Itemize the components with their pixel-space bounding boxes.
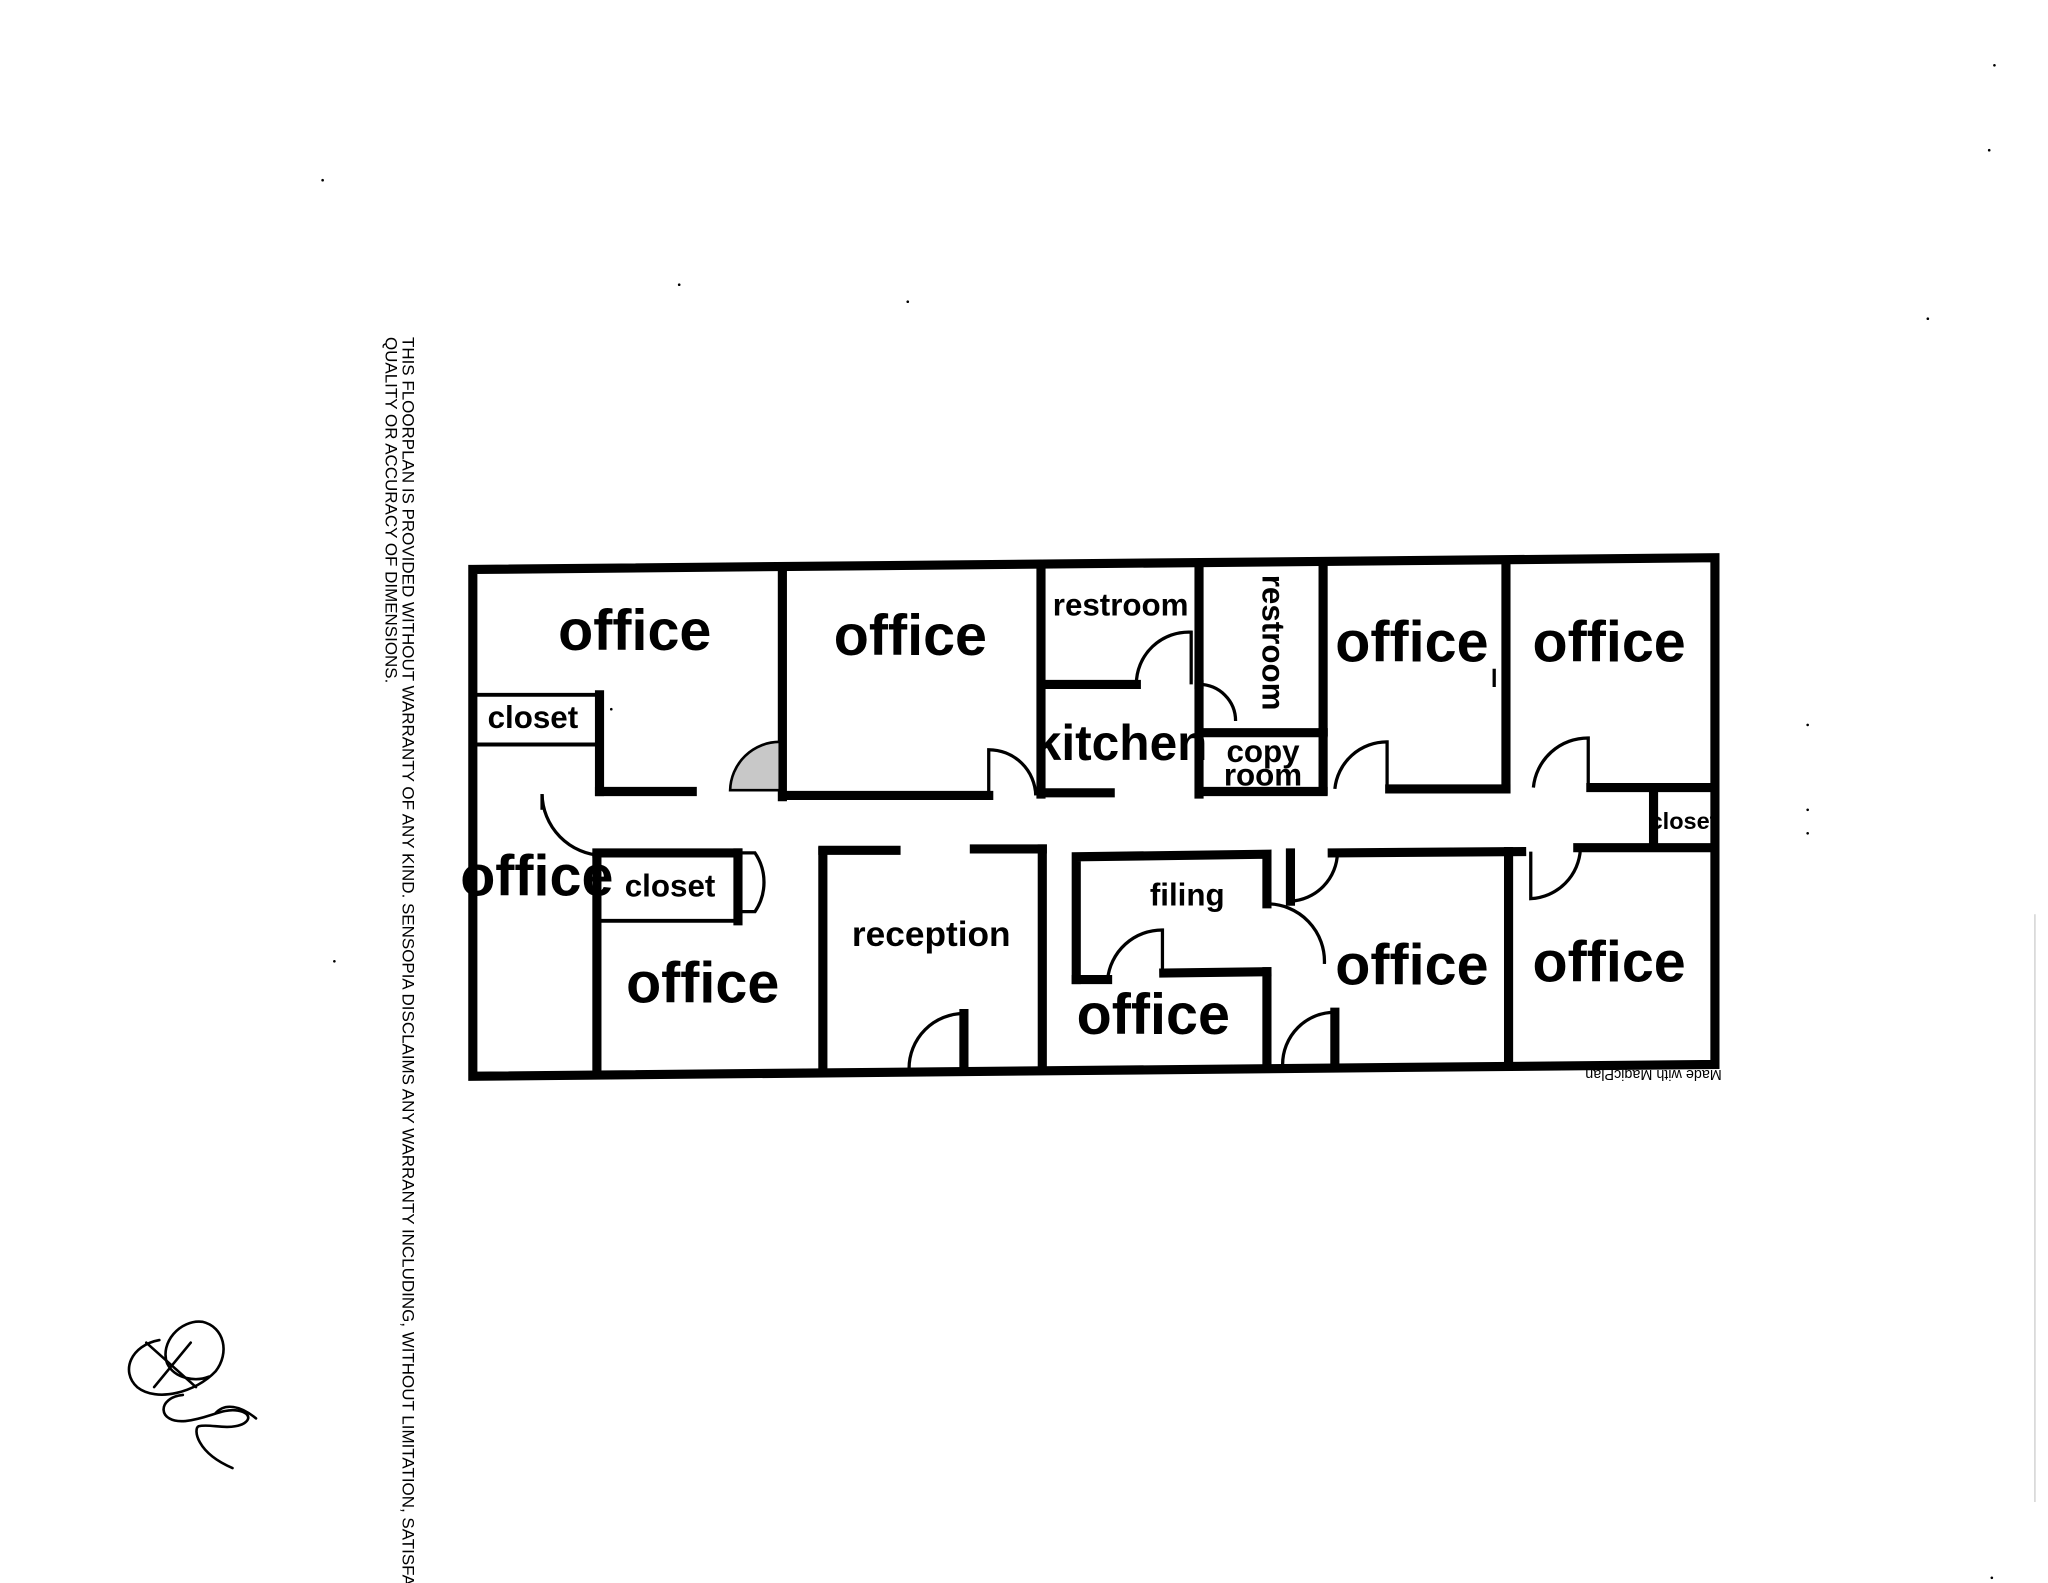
door	[1531, 736, 1590, 788]
signature-stroke	[152, 1341, 193, 1389]
wall	[1327, 846, 1527, 858]
interior-walls	[476, 558, 1720, 1079]
room-label-office: office	[460, 844, 613, 908]
speck	[677, 283, 681, 287]
credit: Made with MagicPlan	[1585, 1066, 1721, 1082]
door	[1105, 928, 1165, 980]
handwritten-initials	[127, 1320, 258, 1470]
room-label-closet: closet	[488, 700, 579, 735]
door	[1266, 902, 1327, 964]
doors	[540, 630, 1590, 1069]
door	[737, 851, 766, 914]
door	[1290, 852, 1340, 903]
room-label-kitchen: kitchen	[1034, 715, 1208, 771]
room-label-office: office	[1533, 931, 1686, 995]
room-label-closet: closet	[625, 868, 716, 903]
door	[987, 748, 1038, 796]
speck	[1806, 808, 1809, 812]
room-label-closet: closet	[1650, 808, 1718, 834]
speck	[609, 707, 613, 711]
door	[1198, 682, 1238, 722]
room-label-office: office	[1533, 611, 1686, 675]
room-label-office: office	[1335, 611, 1488, 675]
speck	[1987, 148, 1991, 152]
speck	[1990, 1576, 1994, 1580]
wall	[1159, 967, 1272, 978]
speck	[1926, 317, 1930, 320]
credit-text: Made with MagicPlan	[1585, 1066, 1721, 1082]
speck	[1806, 723, 1809, 727]
room-label-restroom: restroom	[1053, 588, 1189, 623]
door-shaded	[728, 740, 782, 792]
room-label-room: room	[1224, 757, 1302, 792]
room-label-office: office	[626, 952, 779, 1016]
outer-wall	[468, 553, 1720, 1081]
door	[1529, 848, 1583, 901]
room-label-office: office	[558, 599, 711, 663]
room-label-copy: copy	[1226, 734, 1300, 769]
speck	[1993, 63, 1996, 67]
speck	[1806, 831, 1809, 835]
outer-walls	[468, 553, 1720, 1081]
room-label-filing: filing	[1150, 878, 1225, 913]
room-label-office: office	[1335, 933, 1488, 997]
door	[907, 1011, 964, 1069]
filing-wall	[1071, 849, 1272, 985]
room-label-office: office	[1077, 983, 1230, 1047]
door	[1333, 740, 1389, 790]
disclaimer-line-1: THIS FLOORPLAN IS PROVIDED WITHOUT WARRA…	[398, 337, 417, 1583]
signature-stroke	[162, 1393, 250, 1470]
room-labels: office office restroom restroom kitchen …	[460, 575, 1718, 1047]
disclaimer: THIS FLOORPLAN IS PROVIDED WITHOUT WARRA…	[381, 337, 417, 1583]
door	[1280, 1010, 1335, 1065]
speck	[333, 959, 336, 963]
disclaimer-line-2: QUALITY OR ACCURACY OF DIMENSIONS.	[381, 337, 400, 683]
door	[1134, 630, 1193, 685]
room-label-reception: reception	[852, 915, 1011, 954]
scan-specks	[321, 63, 2036, 1580]
speck	[321, 178, 324, 182]
room-label-restroom-vertical: restroom	[1256, 575, 1291, 711]
signature-stroke	[214, 1405, 258, 1420]
signature-stroke	[127, 1320, 225, 1396]
room-label-office: office	[834, 604, 987, 668]
speck	[906, 300, 910, 304]
